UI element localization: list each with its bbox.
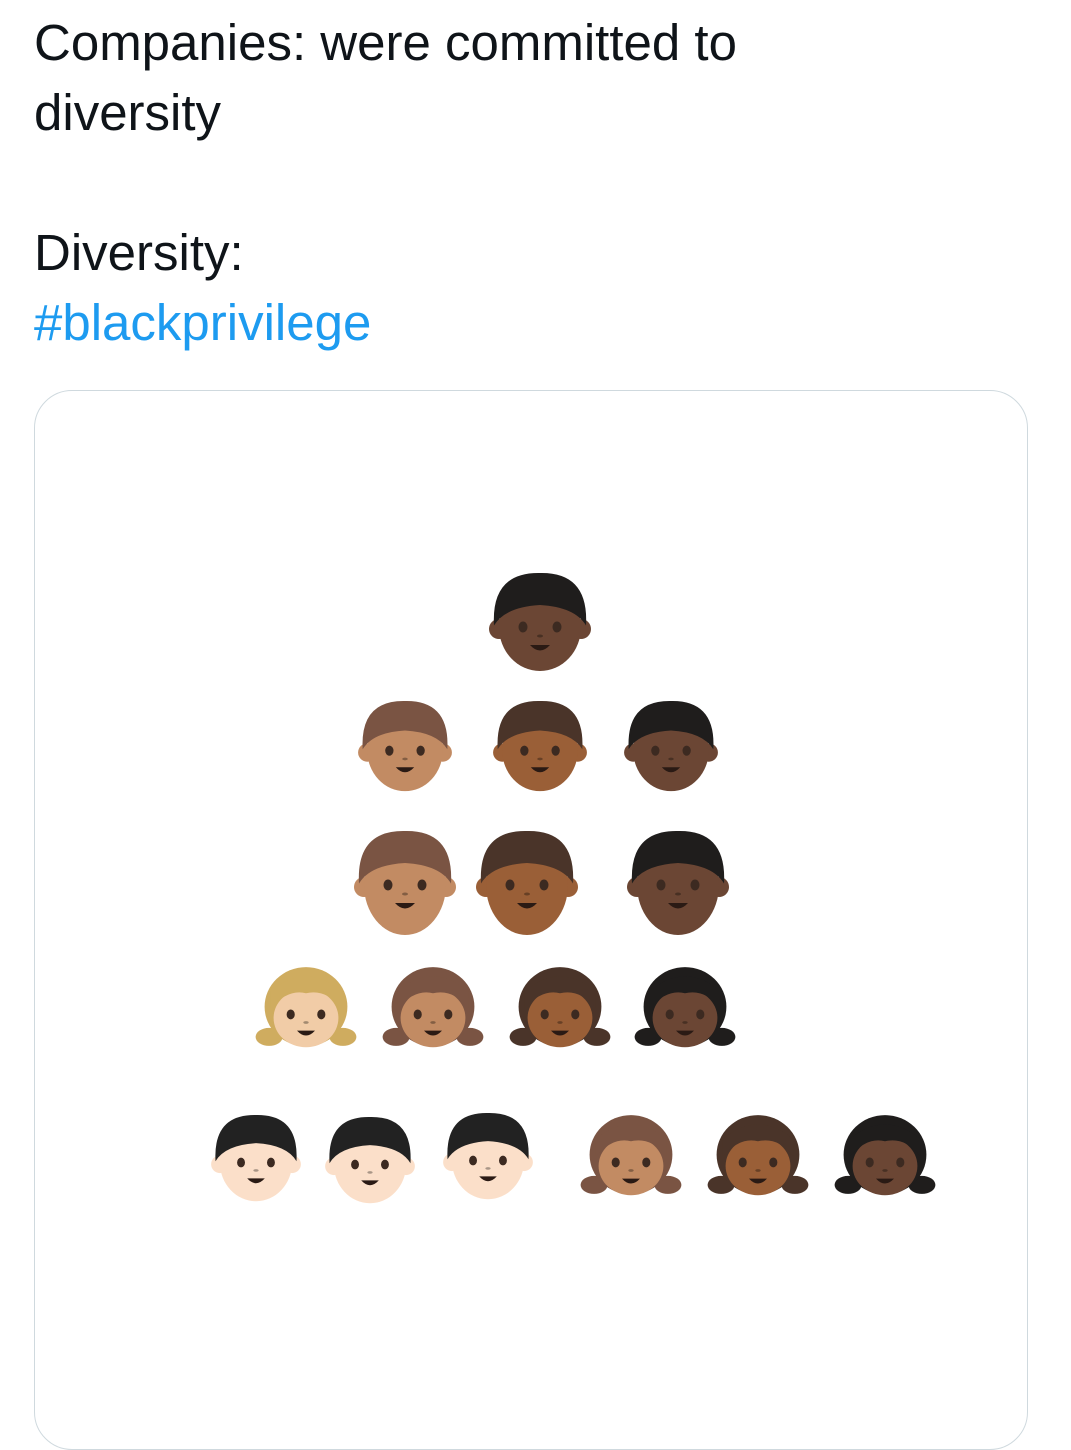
emoji-face-girl (834, 1115, 936, 1196)
emoji-face-boy (624, 700, 718, 792)
emoji-face-boy (211, 1114, 301, 1202)
emoji-face-girl (707, 1115, 809, 1196)
emoji-face-man (354, 830, 456, 935)
emoji-face-man (476, 830, 578, 935)
media-card[interactable] (34, 390, 1028, 1450)
emoji-face-girl (382, 967, 484, 1048)
tweet-blank-line (34, 148, 1034, 218)
tweet-text: Companies: were committed to diversity D… (34, 8, 1034, 358)
emoji-face-girl (255, 967, 357, 1048)
emoji-face-girl (509, 967, 611, 1048)
emoji-pyramid-image (211, 572, 936, 1204)
emoji-face-boy (358, 700, 452, 792)
emoji-face-girl (634, 967, 736, 1048)
tweet-line: Diversity: (34, 224, 244, 281)
hashtag-link[interactable]: #blackprivilege (34, 294, 372, 351)
tweet-line: Companies: were committed to (34, 14, 737, 71)
emoji-face-boy (489, 572, 591, 671)
tweet-line: diversity (34, 84, 222, 141)
emoji-face-girl (580, 1115, 682, 1196)
emoji-face-boy (493, 700, 587, 792)
emoji-face-boy (325, 1116, 415, 1204)
emoji-face-boy (443, 1112, 533, 1200)
emoji-face-man (627, 830, 729, 935)
